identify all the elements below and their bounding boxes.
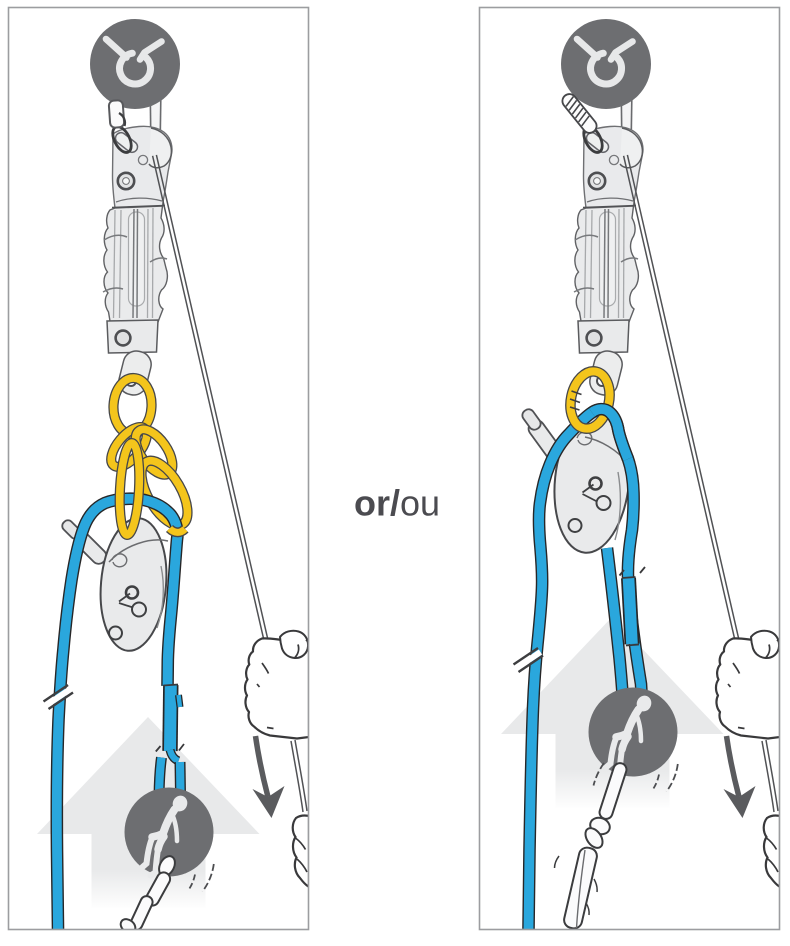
svg-text:or/ou: or/ou — [354, 483, 440, 524]
